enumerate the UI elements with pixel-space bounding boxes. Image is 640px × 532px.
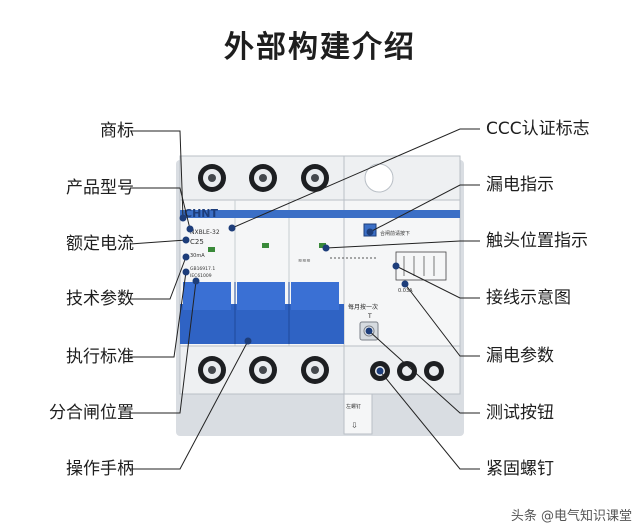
fastening-screw-2 [397, 361, 417, 381]
watermark: 头条 @电气知识课堂 [510, 509, 632, 524]
label-contact-position: 触头位置指示 [486, 231, 588, 251]
screw-top-2 [249, 164, 277, 192]
screw-top-3 [301, 164, 329, 192]
top-terminal-block-right [343, 155, 461, 201]
test-mark: T [367, 313, 372, 320]
label-rated-current: 额定电流 [66, 234, 134, 254]
label-trademark: 商标 [100, 121, 134, 141]
model-text: NXBLE-32 [190, 229, 220, 236]
fastening-screw-3 [424, 361, 444, 381]
position-indicator-3 [319, 243, 326, 248]
screw-bottom-1 [198, 356, 226, 384]
label-leakage-parameters: 漏电参数 [486, 346, 554, 366]
leak-param-text: 0.03A [398, 288, 413, 294]
label-wiring-diagram: 接线示意图 [486, 288, 571, 308]
screw-top-1 [198, 164, 226, 192]
screw-bottom-3 [301, 356, 329, 384]
standard2-text: IEC61009 [190, 273, 212, 279]
test-instruction: 每月按一次 [348, 303, 378, 311]
clip-text: 左螺钉 [346, 403, 361, 410]
diagram-title: 外部构建介绍 [224, 30, 416, 65]
tech-param-text: 30mA [190, 253, 205, 259]
label-technical-parameters: 技术参数 [66, 289, 134, 309]
label-leakage-indicator: 漏电指示 [486, 175, 554, 195]
label-fastening-screw: 紧固螺钉 [486, 459, 554, 479]
label-open-close-position: 分合闸位置 [49, 403, 134, 423]
position-indicator-2 [262, 243, 269, 248]
label-standard: 执行标准 [66, 347, 134, 367]
svg-text:≋≋≋: ≋≋≋ [298, 258, 311, 264]
din-rail-clip [343, 393, 373, 435]
screw-bottom-2 [249, 356, 277, 384]
rating-text: C25 [190, 238, 204, 246]
brand-logo: CHNT [184, 207, 218, 220]
standard-text: GB16917.1 [190, 266, 215, 272]
svg-text:⇩: ⇩ [351, 421, 358, 430]
label-ccc-mark: CCC认证标志 [486, 119, 590, 139]
reset-text: 合闸前请按下 [380, 230, 410, 237]
label-operating-handle: 操作手柄 [66, 459, 134, 479]
operating-handle-bar[interactable] [180, 304, 344, 344]
label-product-model: 产品型号 [66, 178, 134, 198]
label-test-button: 测试按钮 [486, 403, 554, 423]
position-indicator-1 [208, 247, 215, 252]
